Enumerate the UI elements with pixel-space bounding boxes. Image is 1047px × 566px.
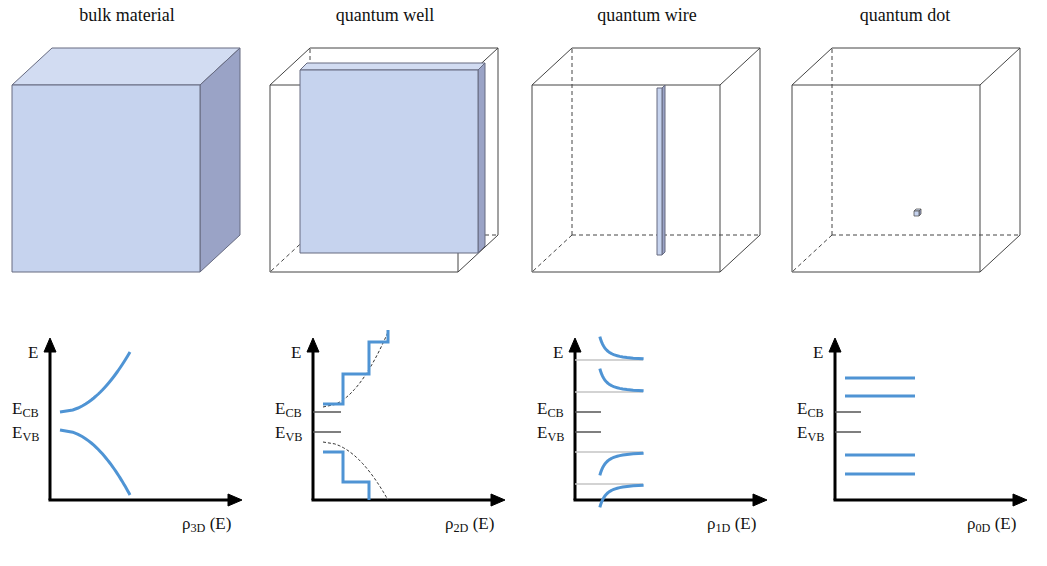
- quantum-well-slab: [300, 70, 478, 253]
- band-edge-label: ECB: [537, 400, 564, 417]
- band-edge-label: EVB: [12, 424, 39, 441]
- panel-title: quantum well: [336, 6, 434, 24]
- arrow-head: [44, 338, 56, 352]
- panel-title: bulk material: [79, 6, 174, 24]
- quantum-dot-cube: [914, 211, 919, 216]
- band-edge-label: EVB: [537, 424, 564, 441]
- axis-label: E: [28, 344, 38, 361]
- bulk-reference-curve: [323, 442, 388, 500]
- band-edge-label: ECB: [797, 400, 824, 417]
- valence-band-dos: [323, 452, 369, 500]
- conduction-band-dos: [60, 352, 130, 412]
- cube-hidden-edge: [832, 48, 833, 235]
- energy-axis: [834, 350, 837, 500]
- cube-edge: [792, 48, 1020, 85]
- cube-hidden-edge: [572, 235, 760, 236]
- band-edge-tick: [835, 411, 861, 413]
- cube-hidden-edge: [792, 235, 832, 272]
- band-edge-label: EVB: [797, 424, 824, 441]
- band-edge-tick: [313, 411, 341, 413]
- conduction-level: [845, 377, 915, 380]
- cube-front: [12, 85, 200, 272]
- valence-level: [845, 454, 915, 457]
- arrow-head: [307, 338, 319, 352]
- cube-edge: [532, 48, 760, 85]
- arrow-head: [1013, 494, 1027, 506]
- panel-title: quantum dot: [860, 6, 951, 24]
- valence-band-dos: [600, 453, 644, 475]
- axis-label: ρ1D (E): [707, 515, 756, 532]
- energy-axis: [49, 350, 52, 500]
- cube-hidden-edge: [832, 235, 1020, 236]
- energy-axis: [574, 350, 577, 500]
- cube-edge: [720, 48, 760, 272]
- slab-side: [478, 63, 485, 253]
- cube-hidden-edge: [572, 48, 573, 235]
- band-edge-tick: [575, 431, 601, 433]
- arrow-head: [569, 338, 581, 352]
- dos-axis: [834, 499, 1016, 502]
- cube-hidden-edge: [532, 235, 572, 272]
- arrow-head: [753, 494, 767, 506]
- cube-edge: [980, 48, 1020, 272]
- conduction-band-dos: [323, 330, 388, 404]
- arrow-head: [491, 494, 505, 506]
- axis-label: ρ2D (E): [445, 515, 494, 532]
- cube-side: [200, 48, 240, 272]
- band-edge-label: ECB: [12, 400, 39, 417]
- axis-label: E: [553, 344, 563, 361]
- conduction-level: [845, 395, 915, 398]
- arrow-head: [829, 338, 841, 352]
- axis-label: E: [291, 344, 301, 361]
- conduction-band-dos: [600, 369, 644, 391]
- slab-top: [300, 63, 485, 70]
- cube-edge: [792, 85, 980, 272]
- valence-band-dos: [60, 430, 130, 495]
- axis-label: ρ3D (E): [182, 515, 231, 532]
- axis-label: ρ0D (E): [967, 515, 1016, 532]
- energy-axis: [312, 350, 315, 500]
- dos-axis: [49, 499, 231, 502]
- band-edge-tick: [835, 431, 861, 433]
- arrow-head: [228, 494, 242, 506]
- band-edge-label: EVB: [275, 424, 302, 441]
- quantum-wire-bar: [657, 88, 662, 255]
- band-edge-label: ECB: [275, 400, 302, 417]
- band-edge-tick: [313, 431, 341, 433]
- valence-level: [845, 473, 915, 476]
- valence-band-dos: [600, 485, 644, 507]
- cube-edge: [532, 85, 720, 272]
- dos-axis: [312, 499, 494, 502]
- panel-title: quantum wire: [597, 6, 696, 24]
- band-edge-tick: [575, 411, 601, 413]
- axis-label: E: [813, 344, 823, 361]
- conduction-band-dos: [600, 337, 644, 359]
